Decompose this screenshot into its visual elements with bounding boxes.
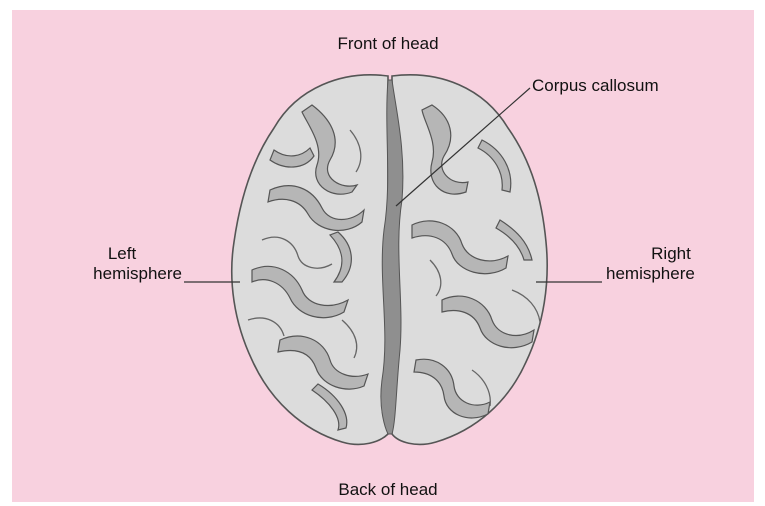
front-of-head-label: Front of head <box>308 34 468 54</box>
brain-diagram: Front of head Corpus callosum Left hemis… <box>12 10 754 502</box>
right-hemisphere-label-line2: hemisphere <box>606 264 736 284</box>
right-hemisphere-label: Right hemisphere <box>606 244 736 284</box>
left-hemisphere-label-line1: Left <box>62 244 182 264</box>
back-of-head-label: Back of head <box>308 480 468 500</box>
left-hemisphere-label: Left hemisphere <box>62 244 182 284</box>
left-hemisphere-label-line2: hemisphere <box>62 264 182 284</box>
left-hemisphere-shape <box>232 75 388 445</box>
right-hemisphere-label-line1: Right <box>606 244 736 264</box>
corpus-callosum-label: Corpus callosum <box>532 76 659 96</box>
